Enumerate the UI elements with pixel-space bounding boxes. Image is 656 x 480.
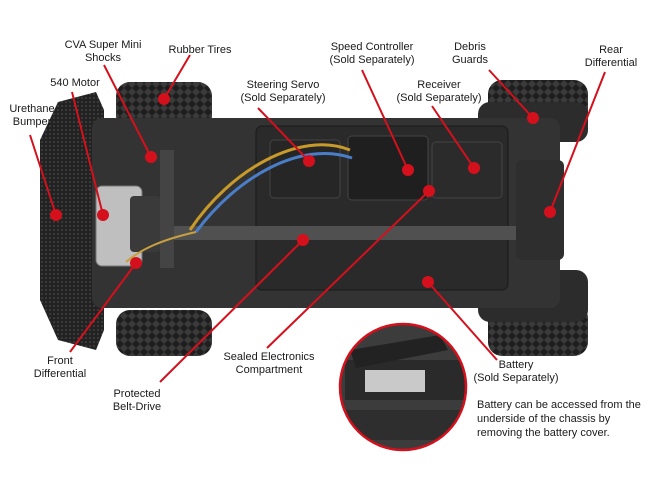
label-cva-shocks: CVA Super Mini Shocks (64, 39, 142, 64)
label-rubber-tires: Rubber Tires (168, 44, 232, 56)
wire-motor (125, 231, 197, 263)
rear-gearbox (516, 160, 564, 260)
label-urethane-bumper: Urethane Bumper (9, 103, 55, 128)
callout-dot-electronics (423, 185, 435, 197)
label-rear-differential: Rear Differential (584, 44, 638, 69)
center-shaft (110, 226, 530, 240)
battery-inset (338, 322, 468, 452)
callout-dot-motor (97, 209, 109, 221)
label-protected-belt-drive: Protected Belt-Drive (112, 388, 162, 413)
label-steering-servo: Steering Servo (Sold Separately) (240, 79, 326, 104)
label-540-motor: 540 Motor (50, 77, 100, 89)
callout-dot-rear-diff (544, 206, 556, 218)
steering-servo-module (269, 139, 341, 199)
label-sealed-electronics: Sealed Electronics Compartment (223, 351, 315, 376)
label-receiver: Receiver (Sold Separately) (396, 79, 482, 104)
callout-dot-debris (527, 112, 539, 124)
callout-dot-shocks (145, 151, 157, 163)
callout-dots (50, 93, 556, 288)
label-front-differential: Front Differential (33, 355, 87, 380)
callout-lines (29, 54, 606, 383)
callout-dot-battery (422, 276, 434, 288)
receiver-module (431, 141, 503, 199)
callout-dot-front-diff (130, 257, 142, 269)
callout-dot-bumper (50, 209, 62, 221)
front-strut (160, 150, 174, 268)
label-speed-controller: Speed Controller (Sold Separately) (329, 41, 415, 66)
front-gearbox (130, 196, 160, 252)
wire-gold (188, 143, 351, 231)
wire-blue (194, 152, 353, 233)
label-battery: Battery (Sold Separately) (473, 359, 559, 384)
callout-dot-tires (158, 93, 170, 105)
label-debris-guards: Debris Guards (451, 41, 489, 66)
tire-front-right (116, 310, 212, 356)
callout-dot-belt (297, 234, 309, 246)
callout-dot-speed-controller (402, 164, 414, 176)
callout-dot-receiver (468, 162, 480, 174)
callout-dot-servo (303, 155, 315, 167)
speed-controller-module (347, 135, 429, 201)
battery-access-note: Battery can be accessed from the undersi… (477, 399, 641, 439)
